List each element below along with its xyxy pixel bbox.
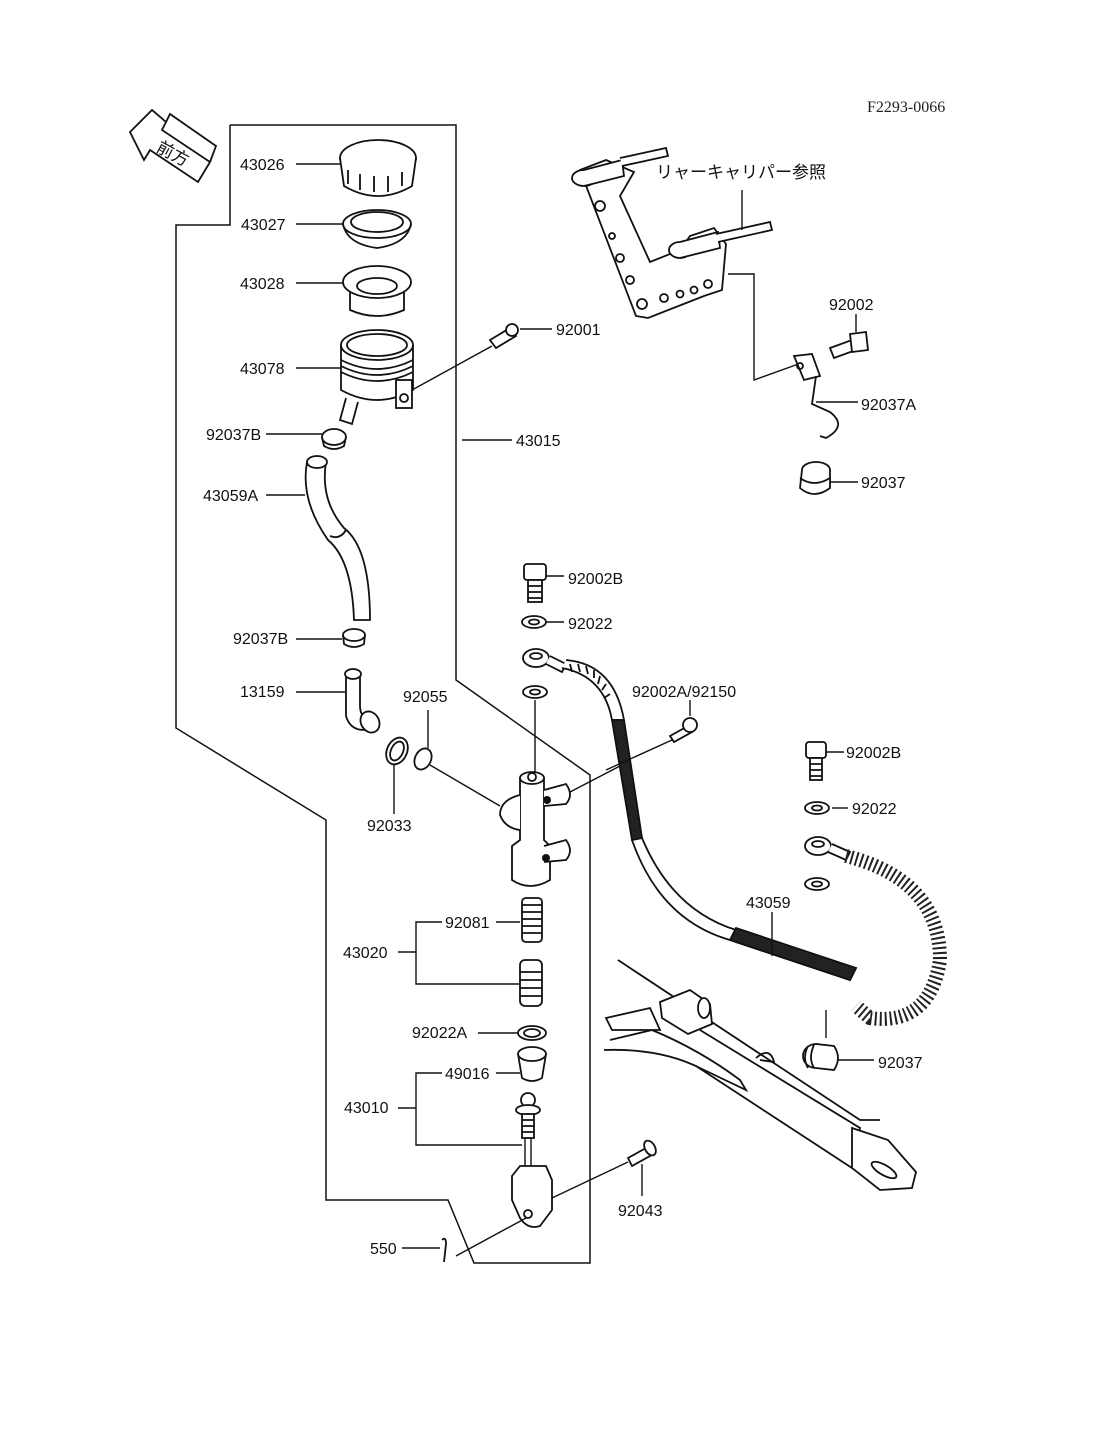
part-label-seal: 92033 — [367, 818, 412, 835]
banjo-bolt-right — [805, 741, 827, 781]
part-label-oring: 92055 — [403, 689, 448, 706]
part-label-push-rod-assembly: 43010 — [344, 1100, 389, 1117]
part-label-diaphragm: 43028 — [240, 276, 285, 293]
part-label-banjo-bolt-left: 92002B — [568, 571, 623, 588]
part-label-clamp-upper: 92037B — [206, 427, 261, 444]
reservoir-bolt — [488, 323, 519, 350]
brake-hose — [522, 648, 858, 982]
reservoir-cap — [339, 139, 417, 197]
part-label-assembly: 43015 — [516, 433, 561, 450]
reservoir-plate — [342, 209, 412, 249]
piston — [519, 959, 543, 1007]
part-label-cap: 43026 — [240, 157, 285, 174]
swing-arm — [603, 959, 917, 1191]
part-label-plate: 43027 — [241, 217, 286, 234]
washer-left — [521, 615, 547, 629]
part-label-cotter-pin: 550 — [370, 1241, 397, 1258]
part-label-banjo-bolt-right: 92002B — [846, 745, 901, 762]
grommet-lower — [802, 1043, 839, 1071]
caliper-bracket — [571, 146, 774, 319]
part-label-piston-cup: 92081 — [445, 915, 490, 932]
front-direction-arrow: 前方 — [128, 108, 218, 184]
part-label-grommet-upper: 92037 — [861, 475, 906, 492]
banjo-bolt-left — [523, 563, 547, 603]
part-label-elbow: 13159 — [240, 684, 285, 701]
rear-caliper-reference-note: リャーキャリパー参照 — [656, 163, 826, 183]
part-label-reservoir-bolt: 92001 — [556, 322, 601, 339]
master-cylinder-body — [499, 771, 571, 887]
grommet-upper — [799, 461, 831, 495]
part-label-boot: 49016 — [445, 1066, 490, 1083]
part-label-reservoir: 43078 — [240, 361, 285, 378]
seal — [385, 736, 409, 766]
piston-cup — [521, 897, 543, 943]
part-label-washer-left: 92022 — [568, 616, 613, 633]
part-label-hose-bolt: 92002A/92150 — [632, 684, 736, 701]
clevis-pin — [626, 1139, 657, 1168]
hose-clamp-lower — [342, 628, 366, 648]
part-label-circlip: 92022A — [412, 1025, 467, 1042]
washer-right — [804, 801, 830, 815]
washer-center — [522, 685, 548, 699]
reservoir-diaphragm — [342, 265, 412, 317]
cotter-pin — [441, 1237, 447, 1263]
hose-clamp-bracket — [792, 353, 839, 439]
circlip — [517, 1025, 547, 1041]
part-label-brake-hose: 43059 — [746, 895, 791, 912]
reservoir-body — [338, 329, 414, 426]
part-label-washer-right: 92022 — [852, 801, 897, 818]
push-rod — [511, 1092, 553, 1228]
reservoir-hose — [304, 455, 371, 621]
washer-right-lower — [804, 877, 830, 891]
assembly-boundary-frame — [175, 124, 591, 1264]
part-label-grommet-lower: 92037 — [878, 1055, 923, 1072]
part-label-reservoir-hose: 43059A — [203, 488, 258, 505]
diagram-code: F2293-0066 — [867, 99, 945, 116]
part-label-piston-assembly: 43020 — [343, 945, 388, 962]
brake-hose-coil — [804, 836, 948, 1026]
part-label-clamp-lower: 92037B — [233, 631, 288, 648]
bracket-bolt — [828, 330, 869, 360]
hose-bolt — [668, 717, 698, 744]
part-label-bracket-bolt: 92002 — [829, 297, 874, 314]
part-label-hose-clamp: 92037A — [861, 397, 916, 414]
hose-clamp-upper — [321, 428, 347, 450]
elbow-fitting — [344, 668, 381, 734]
boot — [517, 1046, 547, 1082]
o-ring — [413, 747, 433, 771]
part-label-clevis-pin: 92043 — [618, 1203, 663, 1220]
